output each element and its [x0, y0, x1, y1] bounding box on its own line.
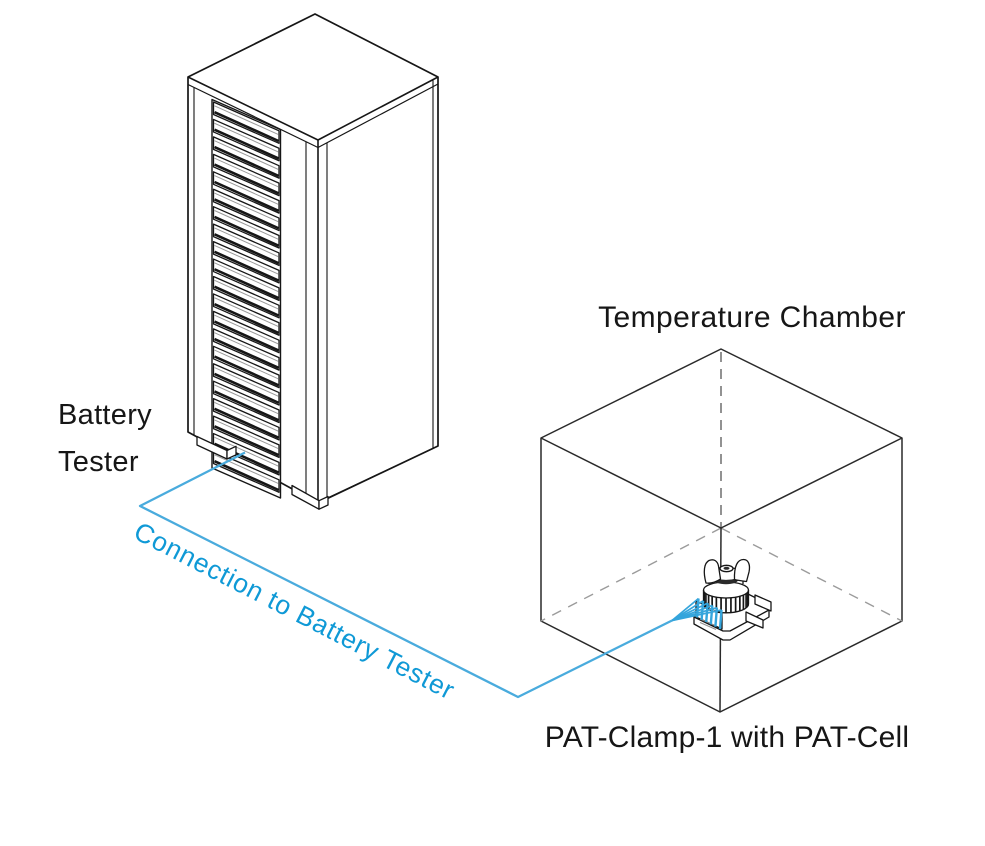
- rack-foot-front-side: [318, 495, 329, 510]
- clamp-tab-lower: [745, 611, 764, 629]
- clamp-wing-right: [733, 558, 751, 583]
- wire-pin: [700, 600, 705, 620]
- battery-tester-label: Battery Tester: [58, 392, 152, 486]
- pat-clamp-label: PAT-Clamp-1 with PAT-Cell: [544, 721, 910, 754]
- connection-cable: [138, 451, 673, 699]
- wire: [671, 609, 722, 622]
- wire-pin: [718, 609, 723, 630]
- cable-wire-fan: [671, 597, 723, 630]
- battery-tester-label-line1: Battery: [58, 399, 152, 431]
- temperature-chamber-cube-icon: [540, 348, 903, 713]
- rack-foot-left-side: [226, 445, 237, 460]
- clamp-tab-upper: [754, 594, 772, 612]
- battery-tester-label-line2: Tester: [58, 446, 139, 478]
- temperature-chamber-label: Temperature Chamber: [598, 301, 906, 334]
- clamp-wing-left: [703, 559, 722, 584]
- battery-tester-rack-icon: [187, 13, 439, 510]
